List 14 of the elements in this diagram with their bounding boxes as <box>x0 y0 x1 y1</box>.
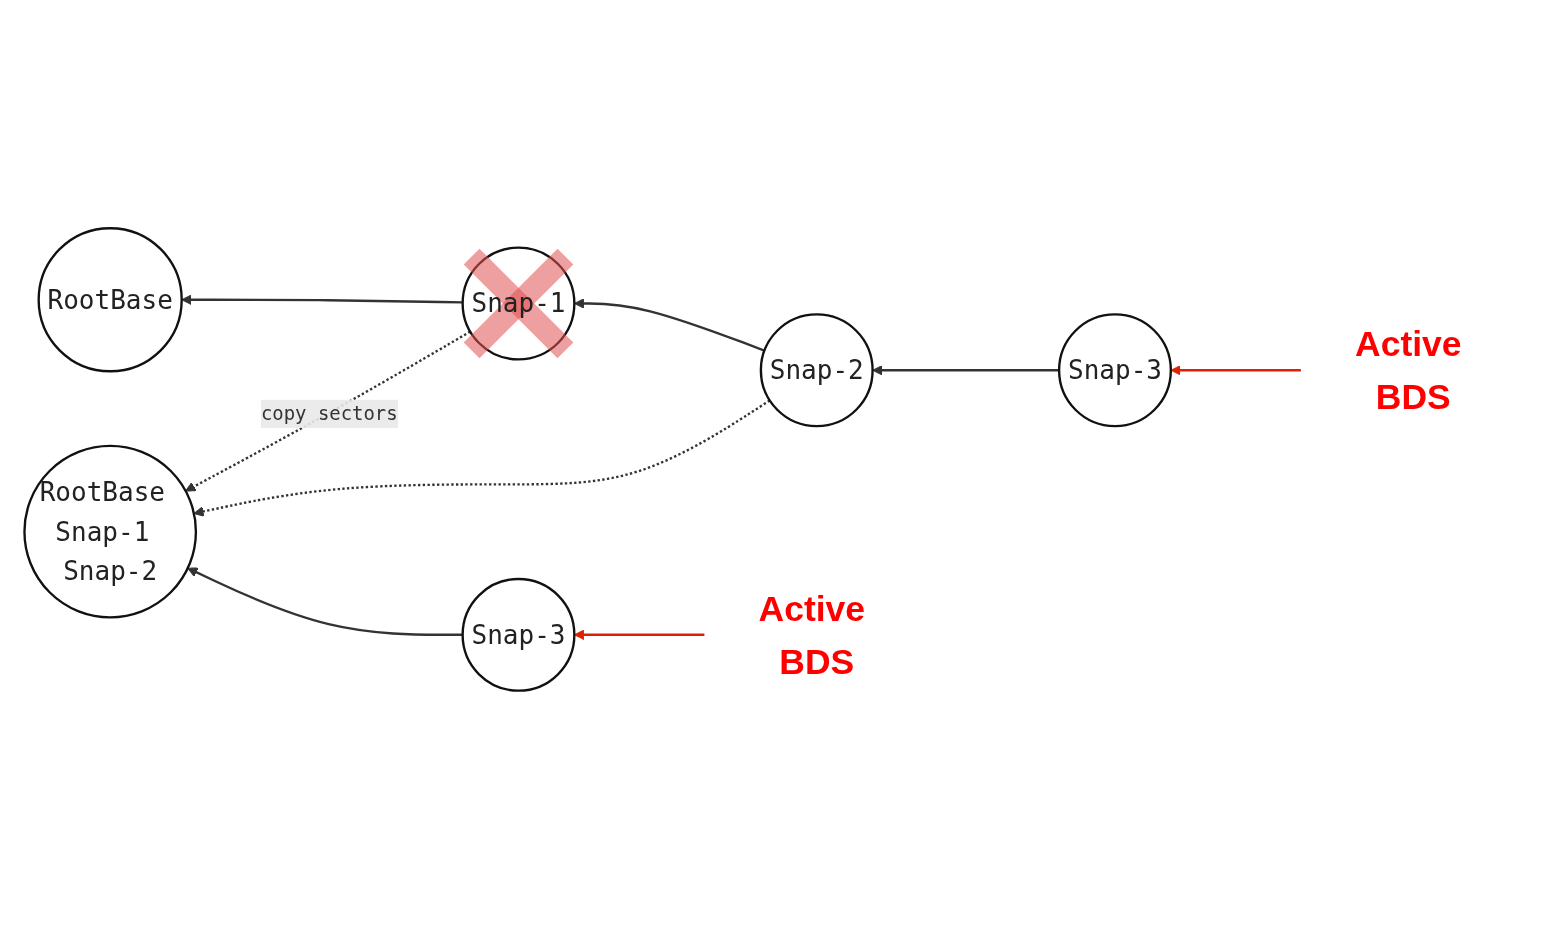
arrow <box>573 629 704 640</box>
arrow <box>180 294 463 305</box>
arrow <box>186 566 463 636</box>
edge-label: copy sectors <box>260 401 398 424</box>
node-circle: RootBase Snap-1 Snap-2 <box>22 444 197 619</box>
arrow <box>871 364 1059 375</box>
node-text: Active BDS <box>758 588 865 681</box>
node-circle: Snap-3 <box>460 577 576 692</box>
arrow <box>193 399 770 517</box>
node-text: Active BDS <box>1354 323 1462 416</box>
node-circle: Snap-3 <box>1057 312 1172 427</box>
arrow <box>573 297 765 352</box>
node-circle: Snap-2 <box>759 312 874 427</box>
node-circle: RootBase <box>37 226 183 372</box>
